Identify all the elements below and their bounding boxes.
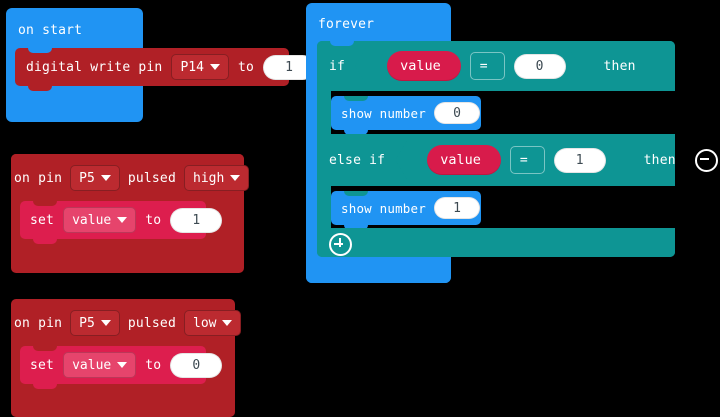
else-if-condition-hexagon[interactable]: value = 1 [395, 140, 619, 180]
if-then-label: then [603, 58, 636, 74]
on-pin-low-edge-dropdown[interactable]: low [184, 310, 242, 336]
block-digital-write-pin[interactable] [15, 48, 289, 86]
if-left-rail-2 [317, 186, 331, 228]
chevron-down-icon [209, 64, 220, 70]
else-if-condition-operator-value: = [519, 152, 528, 168]
if-condition-variable-name: value [400, 58, 441, 74]
set-variable-low-bottom-tab [33, 384, 57, 389]
chevron-down-icon [222, 320, 233, 326]
show-number-0-field[interactable]: 0 [433, 102, 480, 124]
forever-label: forever [318, 13, 374, 32]
minus-circle-icon[interactable] [694, 148, 718, 172]
plus-circle-icon[interactable] [329, 233, 352, 256]
show-number-0-bottom-tab [344, 130, 368, 135]
set-variable-high-dropdown[interactable]: value [63, 207, 137, 233]
forever-text: forever [318, 17, 375, 32]
chevron-down-icon [100, 175, 111, 181]
on-pin-low-pin-dropdown[interactable]: P5 [70, 310, 120, 336]
show-number-0-top-notch [344, 96, 368, 101]
set-number-field-high[interactable]: 1 [170, 207, 223, 233]
else-if-header-content: else if value = 1 then [329, 134, 718, 186]
set-variable-high-bottom-tab [33, 239, 57, 244]
show-number-1-bottom-tab [344, 225, 368, 230]
digital-write-pin-label: digital write pin [26, 59, 163, 75]
set-number-field-low[interactable]: 0 [170, 352, 223, 378]
pin-dropdown[interactable]: P14 [171, 54, 229, 80]
forever-footer-bar [306, 257, 451, 283]
if-condition-hexagon[interactable]: value = 0 [355, 46, 579, 86]
on-pin-low-edge-value: low [193, 315, 217, 331]
else-if-condition-operator[interactable]: = [510, 146, 545, 174]
on-pin-high-hat-content: on pin P5 pulsed high [14, 158, 250, 198]
else-if-condition-variable-name: value [440, 152, 481, 168]
digital-write-pin-bottom-tab [28, 86, 52, 91]
show-number-1-field[interactable]: 1 [433, 197, 480, 219]
forever-body-column [306, 91, 317, 134]
digital-write-to-label: to [237, 59, 255, 75]
else-if-label: else if [329, 152, 386, 168]
set-variable-high-content: set value to 1 [30, 201, 223, 239]
on-pin-low-pin-value: P5 [79, 315, 95, 331]
set-label-low: set [30, 357, 55, 373]
set-variable-low-content: set value to 0 [30, 346, 223, 384]
if-condition-operator[interactable]: = [470, 52, 505, 80]
set-label-high: set [30, 212, 55, 228]
set-variable-high-top-notch [33, 201, 57, 206]
on-pin-high-pulsed-label: pulsed [127, 170, 176, 186]
on-pin-high-label: on pin [14, 170, 63, 186]
show-number-1-top-notch [344, 191, 368, 196]
if-footer-bar [317, 228, 675, 257]
show-number-1-content: show number 1 [341, 191, 480, 225]
show-number-1-label: show number [341, 200, 426, 216]
on-pin-high-pin-dropdown[interactable]: P5 [70, 165, 120, 191]
set-variable-low-top-notch [33, 346, 57, 351]
on-start-label: on start [18, 19, 82, 38]
chevron-down-icon [117, 217, 128, 223]
if-condition-operator-value: = [479, 58, 488, 74]
on-pin-high-edge-dropdown[interactable]: high [184, 165, 250, 191]
set-variable-high-value: value [72, 212, 112, 228]
if-condition-variable[interactable]: value [387, 51, 461, 81]
on-pin-low-pulsed-label: pulsed [127, 315, 176, 331]
show-number-0-label: show number [341, 105, 426, 121]
chevron-down-icon [230, 175, 241, 181]
else-if-condition-variable[interactable]: value [427, 145, 501, 175]
on-pin-high-edge-value: high [193, 170, 225, 186]
else-if-condition-compare-field[interactable]: 1 [554, 148, 606, 173]
if-condition-compare-field[interactable]: 0 [514, 54, 566, 79]
set-variable-low-dropdown[interactable]: value [63, 352, 137, 378]
show-number-0-content: show number 0 [341, 96, 480, 130]
add-branch-button[interactable] [329, 233, 352, 260]
on-pin-low-label: on pin [14, 315, 63, 331]
if-header-content: if value = 0 then [329, 41, 636, 91]
on-pin-low-hat-content: on pin P5 pulsed low [14, 303, 242, 343]
if-left-rail-1 [317, 91, 331, 134]
set-to-label-low: to [145, 357, 162, 373]
on-start-text: on start [18, 23, 83, 38]
if-top-notch [330, 41, 354, 46]
digital-write-pin-content: digital write pin P14 to 1 [26, 48, 316, 86]
on-pin-high-pin-value: P5 [79, 170, 95, 186]
chevron-down-icon [100, 320, 111, 326]
digital-write-pin-top-notch [28, 48, 52, 53]
set-to-label-high: to [145, 212, 162, 228]
chevron-down-icon [117, 362, 128, 368]
set-variable-low-value: value [72, 357, 112, 373]
pin-dropdown-value: P14 [180, 59, 204, 75]
if-label: if [329, 58, 346, 74]
forever-body-column-2 [306, 186, 317, 228]
else-if-then-label: then [643, 152, 676, 168]
